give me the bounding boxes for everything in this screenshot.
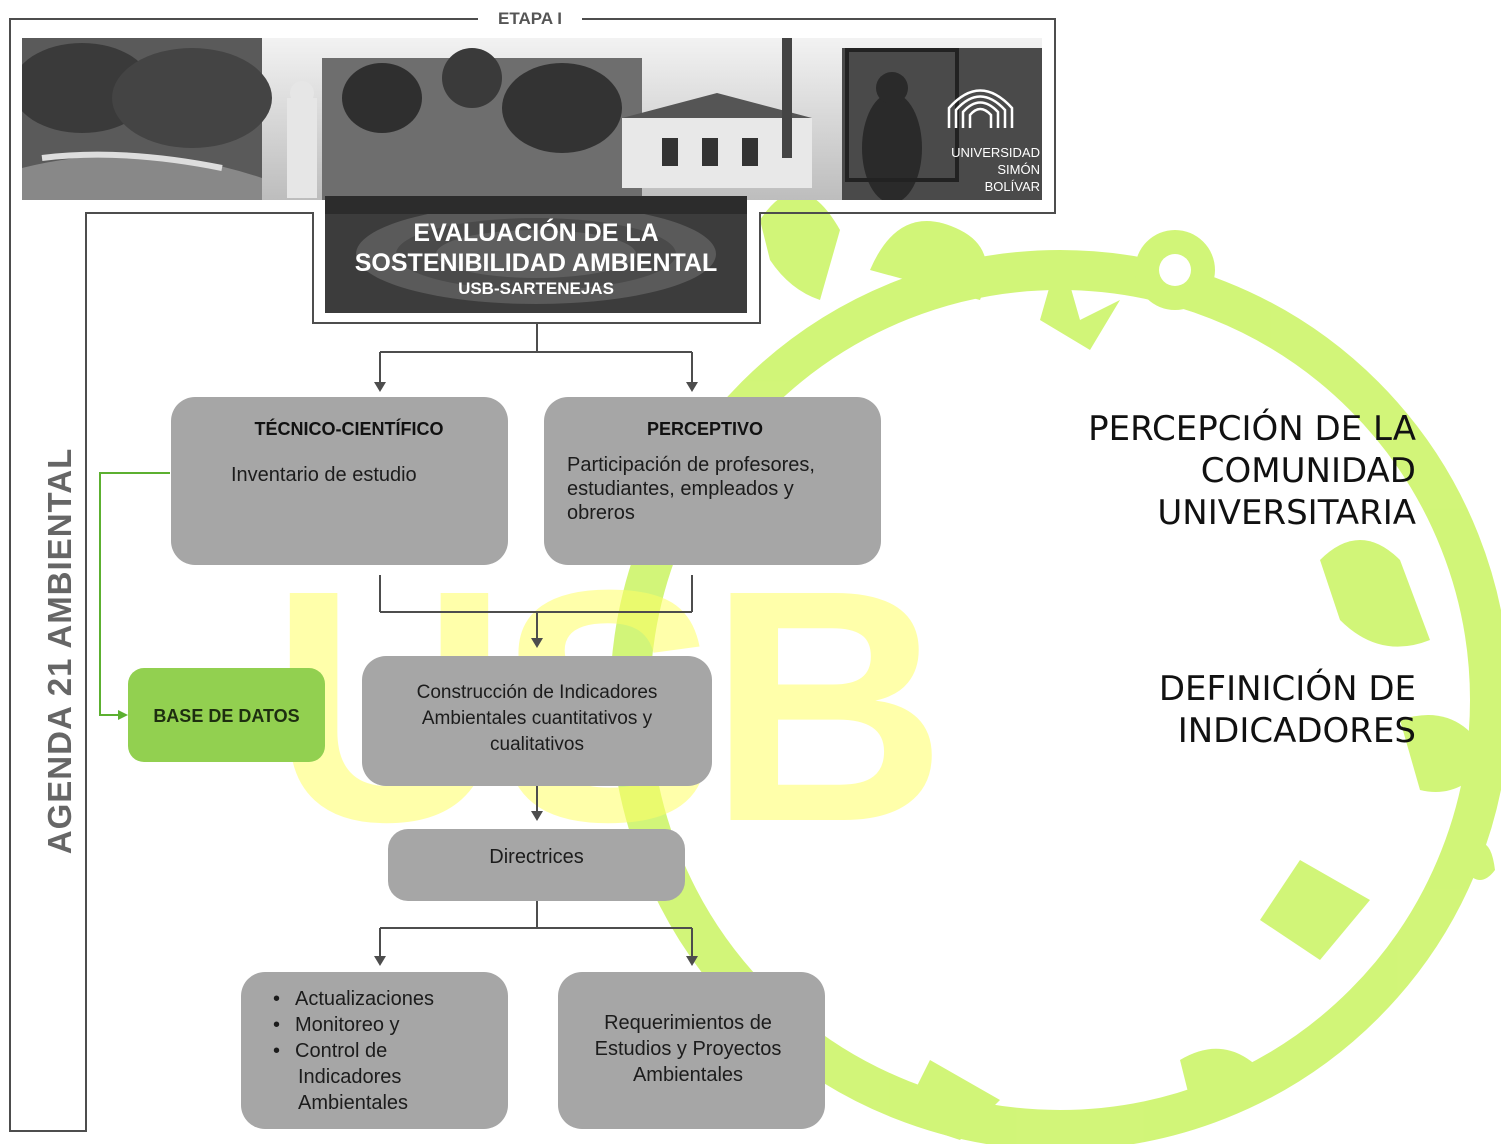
university-name-line1: UNIVERSIDAD bbox=[951, 145, 1040, 160]
definicion-label: DEFINICIÓN DE INDICADORES bbox=[1158, 669, 1416, 751]
evaluation-title-panel: EVALUACIÓN DE LA SOSTENIBILIDAD AMBIENTA… bbox=[325, 196, 747, 313]
tecnico-cientifico-box: TÉCNICO-CIENTÍFICO Inventario de estudio bbox=[171, 397, 508, 565]
tecnico-cientifico-title: TÉCNICO-CIENTÍFICO bbox=[254, 419, 444, 439]
actualizaciones-item: Actualizaciones bbox=[265, 986, 495, 1012]
perceptivo-title: PERCEPTIVO bbox=[646, 419, 764, 439]
university-name-line2: SIMÓN bbox=[997, 162, 1040, 177]
campus-photo-banner: UNIVERSIDAD SIMÓN BOLÍVAR bbox=[22, 38, 1042, 200]
construccion-indicadores-box: Construcción de Indicadores Ambientales … bbox=[362, 656, 712, 786]
stage-label: ETAPA I bbox=[478, 9, 582, 29]
perceptivo-text: Participación de profesores, estudiantes… bbox=[567, 454, 815, 524]
control-item: Control de bbox=[265, 1038, 495, 1064]
title-subtitle: USB-SARTENEJAS bbox=[458, 279, 614, 298]
construccion-indicadores-text: Construcción de Indicadores Ambientales … bbox=[416, 682, 658, 755]
actualizaciones-box: Actualizaciones Monitoreo y Control de I… bbox=[241, 972, 508, 1129]
indicadores-ambientales-text: Indicadores Ambientales bbox=[298, 1066, 409, 1114]
requerimientos-text: Requerimientos de Estudios y Proyectos A… bbox=[594, 1012, 782, 1086]
monitoreo-item: Monitoreo y bbox=[265, 1012, 495, 1038]
directrices-box: Directrices bbox=[388, 829, 685, 901]
base-de-datos-text: BASE DE DATOS bbox=[153, 706, 300, 726]
base-de-datos-box: BASE DE DATOS bbox=[128, 668, 325, 762]
title-line2: SOSTENIBILIDAD AMBIENTAL bbox=[354, 249, 718, 277]
title-line1: EVALUACIÓN DE LA bbox=[413, 219, 659, 247]
agenda-21-label: AGENDA 21 AMBIENTAL bbox=[41, 447, 78, 855]
perceptivo-box: PERCEPTIVO Participación de profesores, … bbox=[544, 397, 881, 565]
requerimientos-box: Requerimientos de Estudios y Proyectos A… bbox=[558, 972, 825, 1129]
directrices-text: Directrices bbox=[489, 846, 584, 868]
tecnico-cientifico-text: Inventario de estudio bbox=[231, 464, 417, 486]
university-name-line3: BOLÍVAR bbox=[984, 179, 1040, 194]
percepcion-label: PERCEPCIÓN DE LA COMUNIDAD UNIVERSITARIA bbox=[1088, 409, 1416, 533]
